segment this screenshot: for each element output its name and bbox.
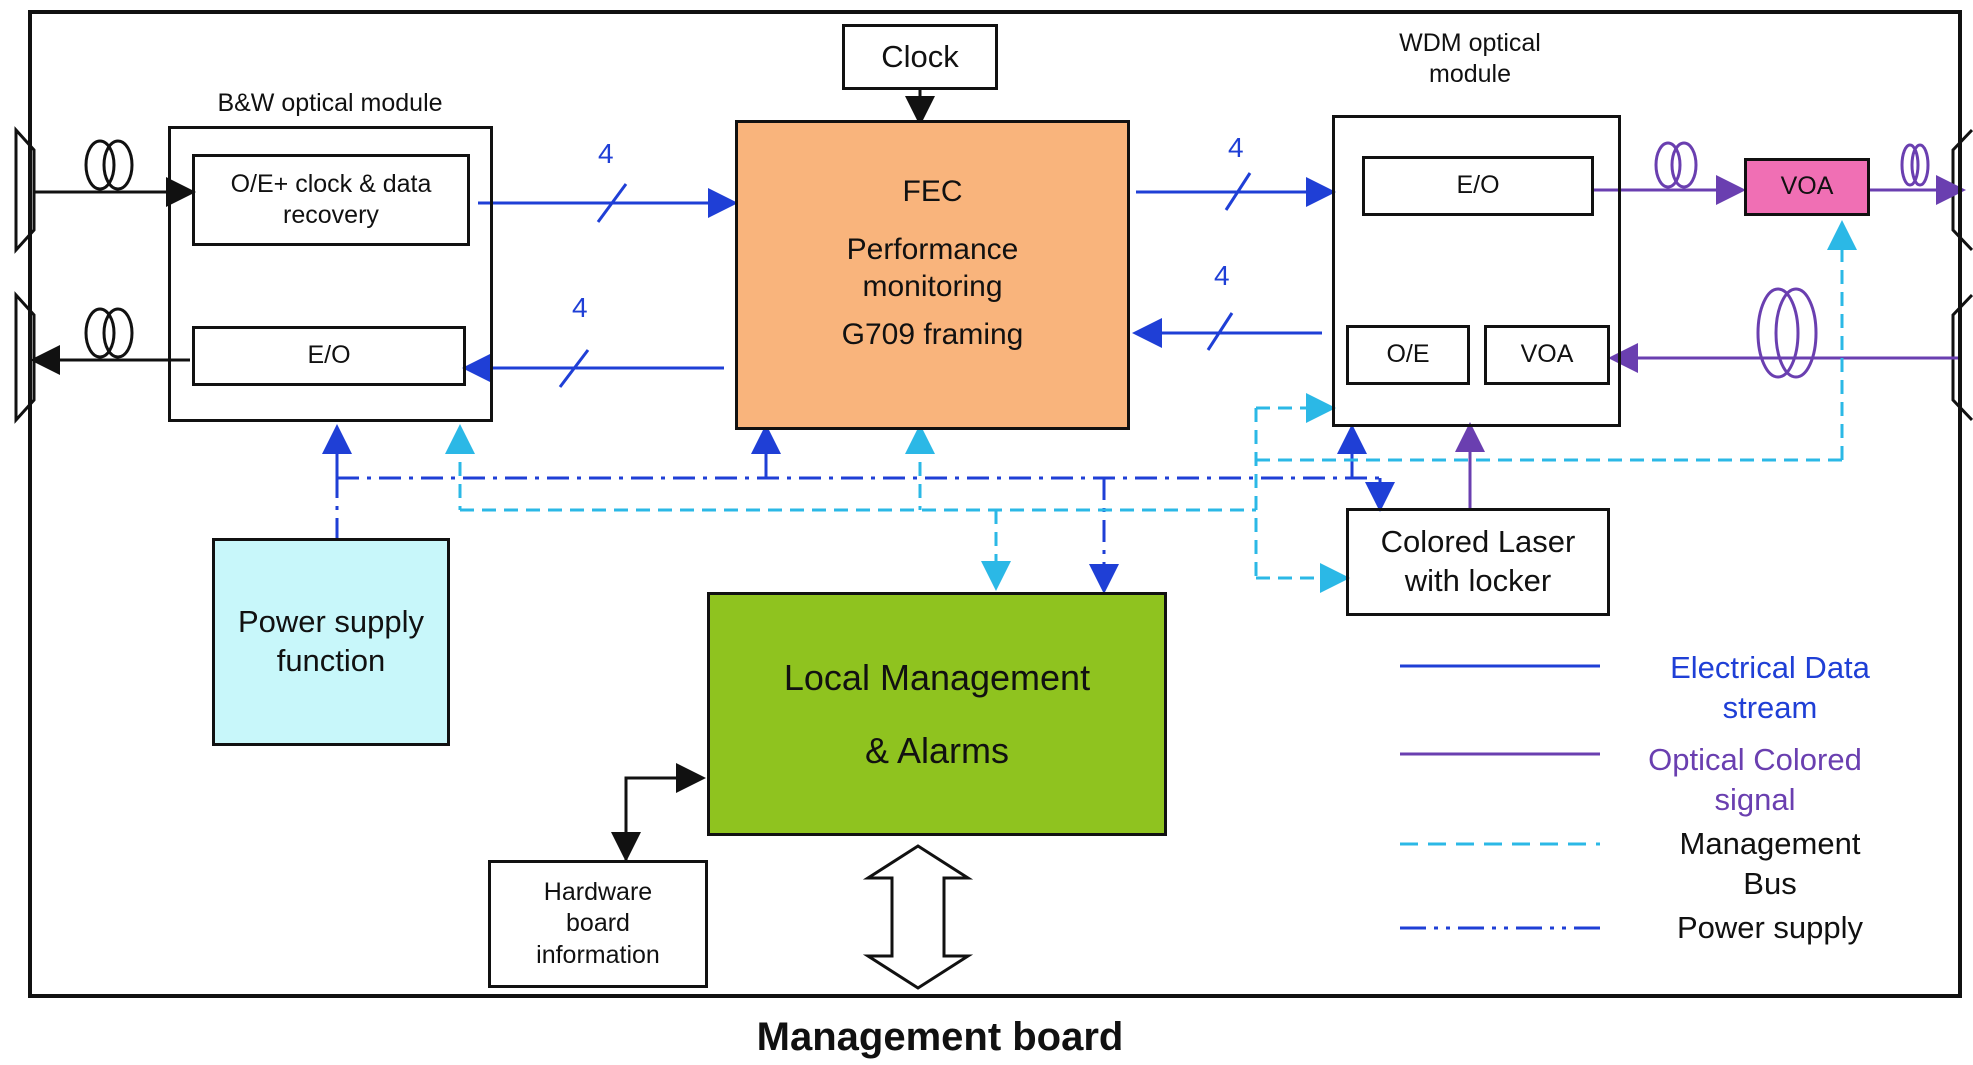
wdm-voa-block: VOA [1484, 325, 1610, 385]
diagram-title: Management board [756, 1015, 1124, 1059]
legend-label-management: Management Bus [1679, 826, 1861, 902]
legend-label-power: Power supply [1676, 910, 1864, 945]
fec-performance: Performance monitoring [846, 232, 1019, 304]
fiber-coil-icon [1654, 141, 1698, 189]
wdm-module-label: WDM optical module [1399, 29, 1541, 89]
bus-slash [1224, 172, 1252, 211]
legend-label-optical: Optical Colored signal [1648, 742, 1862, 818]
power-supply-block: Power supply function [212, 538, 450, 746]
fec-title: FEC [902, 175, 963, 208]
management-bus [458, 235, 1844, 580]
clock-block: Clock [842, 24, 998, 90]
fiber-coil-icon [1756, 287, 1818, 379]
local-management-block: Local Management & Alarms [707, 592, 1167, 836]
local-management-title: Local Management [783, 657, 1091, 698]
bw-optical-module [168, 126, 493, 422]
bus-width-label: 4 [598, 138, 614, 169]
local-management-alarms: & Alarms [864, 730, 1010, 771]
management-interface-arrow [862, 844, 974, 990]
fiber-coil-icon [84, 139, 134, 191]
bus-width-label: 4 [572, 292, 588, 323]
bw-module-label: B&W optical module [217, 89, 443, 117]
hardware-info-block: Hardware board information [488, 860, 708, 988]
fec-block: FEC Performance monitoring G709 framing [735, 120, 1130, 430]
board-border [28, 10, 1962, 998]
legend-label-electrical: Electrical Data stream [1670, 650, 1870, 726]
bw-eo-block: E/O [192, 326, 466, 386]
bus-width-label: 4 [1214, 260, 1230, 291]
wdm-oe-block: O/E [1346, 325, 1470, 385]
fiber-coil-icon [1900, 143, 1930, 187]
fiber-coil-icon [84, 307, 134, 359]
wdm-eo-block: E/O [1362, 156, 1594, 216]
bus-slash [558, 349, 590, 388]
voa-output-block: VOA [1744, 158, 1870, 216]
colored-laser-block: Colored Laser with locker [1346, 508, 1610, 616]
fec-framing: G709 framing [841, 317, 1024, 351]
bus-slash [1206, 312, 1234, 351]
bus-width-label: 4 [1228, 132, 1244, 163]
bus-slash [596, 183, 628, 223]
wdm-optical-module [1332, 115, 1621, 427]
oe-clock-recovery-block: O/E+ clock & data recovery [192, 154, 470, 246]
